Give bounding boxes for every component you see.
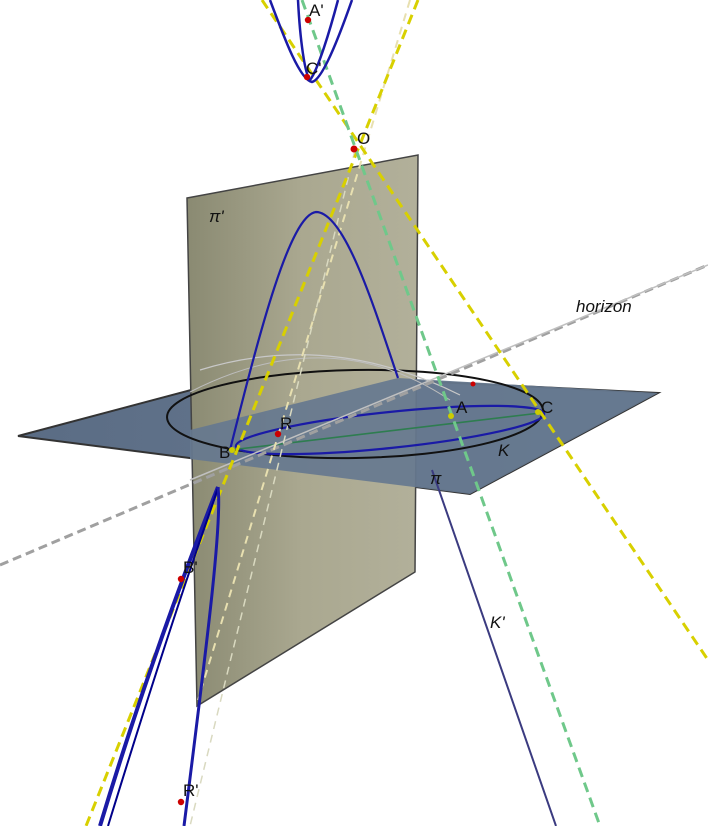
label-b-prime: B' [183, 558, 198, 577]
label-k: K [498, 441, 510, 460]
label-pi-prime: π' [209, 207, 224, 226]
point-b [229, 447, 235, 453]
label-c-prime: C' [306, 59, 322, 78]
point-c-prime [303, 73, 311, 81]
label-k-prime: K' [490, 613, 505, 632]
point-a-prime [304, 16, 312, 24]
dashed-line-light-1 [197, 0, 411, 701]
label-o: O [357, 129, 370, 148]
conic-upper-branch-1 [268, 0, 354, 84]
plane-pi-front [190, 378, 658, 494]
horizon-line [0, 263, 708, 567]
dashed-line-yellow-2 [84, 0, 420, 826]
label-c: C [541, 398, 553, 417]
point-b-prime [177, 575, 185, 583]
dashed-line-yellow-1 [260, 0, 708, 661]
label-b: B [219, 443, 230, 462]
construction-arc-1 [199, 354, 461, 396]
ellipse-k-inner [234, 404, 546, 456]
label-r: R [280, 414, 292, 433]
point-marker [470, 381, 476, 387]
conic-k-prime-lower-left [98, 486, 220, 826]
line-k-prime [431, 469, 557, 826]
label-a: A [456, 398, 468, 417]
construction-arc-2 [189, 357, 451, 401]
point-c [535, 409, 541, 415]
label-r-prime: R' [183, 781, 199, 800]
label-horizon: horizon [576, 297, 632, 316]
point-r-prime [177, 798, 185, 806]
conic-upper-branch-2 [296, 0, 340, 82]
line-b-c [229, 412, 541, 451]
label-pi: π [430, 469, 442, 488]
point-a [448, 413, 454, 419]
label-a-prime: A' [309, 1, 324, 20]
point-o [350, 145, 358, 153]
conic-k-prime-lower-right [182, 486, 221, 826]
dashed-line-light-2 [189, 149, 356, 826]
conic-k-prime-lower-left-2 [107, 486, 219, 826]
conic-k-prime-arch [228, 210, 400, 451]
point-r [274, 430, 282, 438]
